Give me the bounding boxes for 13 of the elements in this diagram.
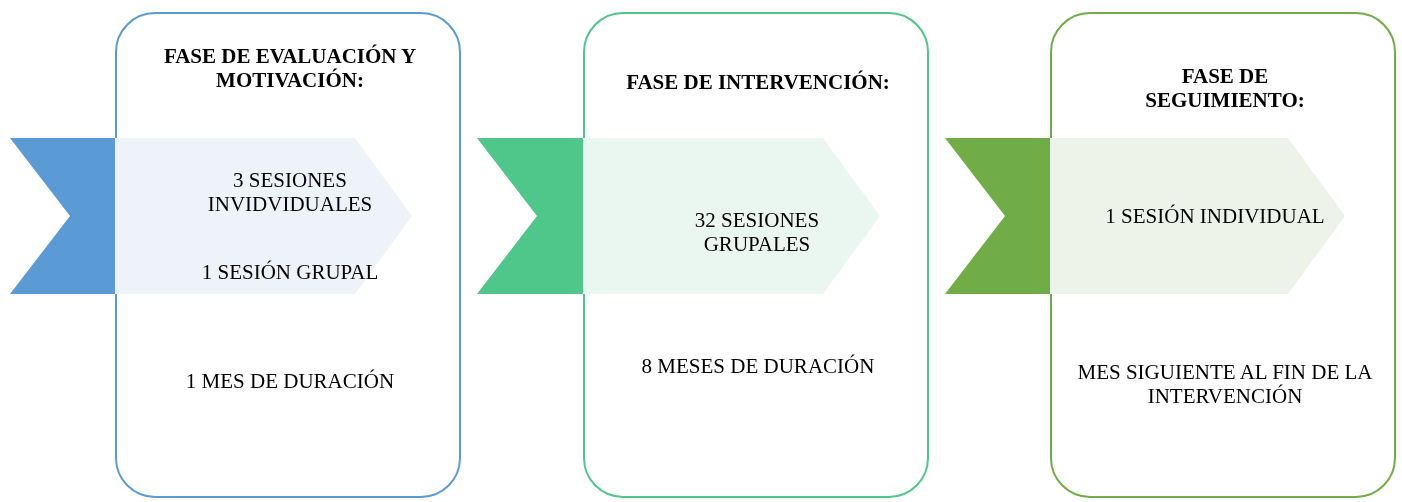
chevron-arrow <box>945 138 1345 294</box>
phase-text: 1 SESIÓN GRUPAL <box>200 260 380 284</box>
chevron-arrow <box>477 138 880 294</box>
phase-text: 1 MES DE DURACIÓN <box>184 369 396 393</box>
phase-heading: FASE DE INTERVENCIÓN: <box>625 70 891 94</box>
phase-text: 32 SESIONES GRUPALES <box>693 208 821 256</box>
phase-text: 3 SESIONES INVIDVIDUALES <box>206 168 374 216</box>
phase-text: 1 SESIÓN INDIVIDUAL <box>1104 204 1326 228</box>
phase-heading: FASE DE EVALUACIÓN Y MOTIVACIÓN: <box>162 44 418 92</box>
phase-text: 8 MESES DE DURACIÓN <box>640 354 876 378</box>
chevron-arrow <box>10 138 412 294</box>
phase-heading: FASE DE SEGUIMIENTO: <box>1144 64 1306 112</box>
phase-text: MES SIGUIENTE AL FIN DE LA INTERVENCIÓN <box>1076 360 1374 408</box>
